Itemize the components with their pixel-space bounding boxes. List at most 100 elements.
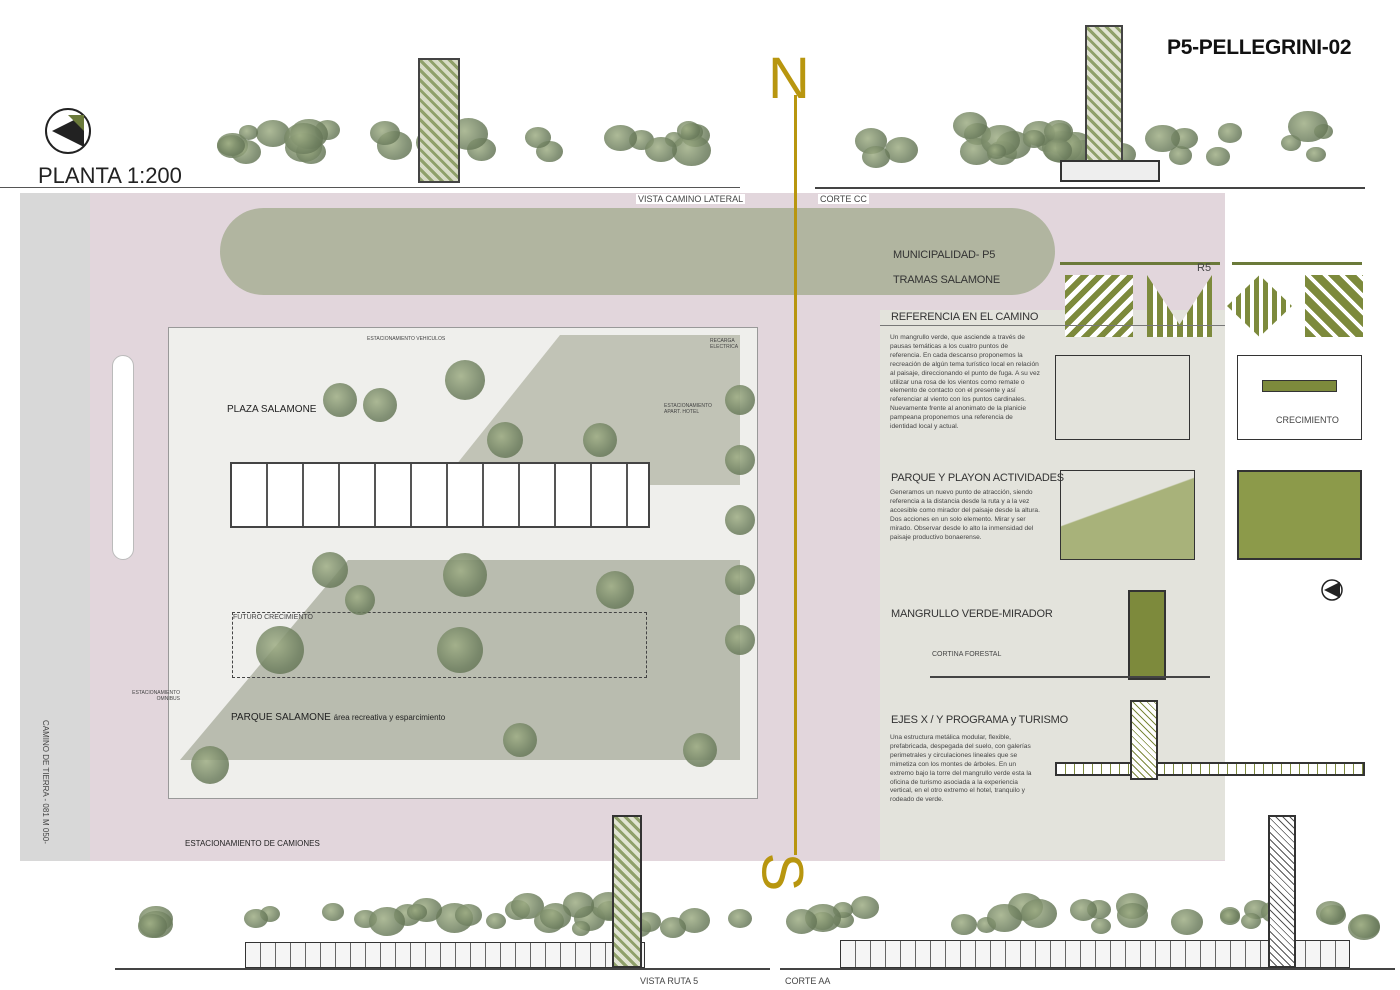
tree-icon [454, 904, 482, 926]
referencia-text: Un mangrullo verde, que asciende a travé… [890, 334, 1040, 431]
tree-icon [445, 360, 485, 400]
tree-icon [850, 895, 880, 919]
referencia-title: REFERENCIA EN EL CAMINO [891, 311, 1039, 323]
tree-icon [596, 571, 634, 609]
tree-icon [191, 746, 229, 784]
tree-icon [1288, 111, 1328, 143]
tree-icon [683, 733, 717, 767]
tree-icon [785, 909, 817, 935]
mangrullo-tower [418, 58, 460, 183]
label-park-group: PARQUE SALAMONE área recreativa y esparc… [231, 712, 445, 723]
pattern-diagonal [1305, 275, 1363, 337]
label-corte-aa: CORTE AA [785, 976, 831, 986]
tree-icon [1145, 124, 1180, 153]
ground-line [0, 187, 740, 188]
label-park-salamone: PARQUE SALAMONE [231, 712, 331, 723]
tree-icon [363, 388, 397, 422]
tree-icon [1044, 139, 1073, 162]
municipalidad-section [1232, 205, 1362, 265]
north-arrow-icon-small [1321, 579, 1343, 601]
plan-scale-title: PLANTA 1:200 [38, 163, 182, 188]
building-section-aa [840, 940, 1350, 968]
tree-icon [1022, 129, 1046, 149]
divider [880, 325, 1225, 326]
tree-icon [239, 124, 258, 140]
tree-icon [1069, 898, 1098, 921]
tree-icon [437, 627, 483, 673]
municipalidad-label: MUNICIPALIDAD- P5 [893, 249, 996, 261]
label-parking-hotel: ESTACIONAMIENTO APART. HOTEL [664, 403, 712, 415]
tree-icon [725, 625, 755, 655]
label-plaza-salamone: PLAZA SALAMONE [227, 404, 317, 415]
tree-icon [1218, 123, 1243, 143]
label-vista-camino-lateral: VISTA CAMINO LATERAL [636, 194, 746, 204]
mangrullo-title: MANGRULLO VERDE-MIRADOR [891, 608, 1053, 620]
label-future-growth: FUTURO CRECIMIENTO [233, 614, 313, 621]
tree-icon [725, 385, 755, 415]
tree-icon [862, 146, 890, 169]
pattern-chevron [1065, 275, 1133, 337]
tree-icon [1169, 146, 1193, 165]
tree-icon [987, 143, 1006, 159]
tree-icon [345, 585, 375, 615]
label-electric-charge: RECARGA ELECTRICA [710, 338, 739, 350]
label-road: CAMINO DE TIERRA - 081 M 050- [41, 720, 50, 844]
mangrullo-tower-section [1085, 25, 1123, 180]
tree-icon [312, 552, 348, 588]
label-park-sub: área recreativa y esparcimiento [333, 713, 446, 722]
tree-icon [987, 904, 1022, 932]
tree-icon [1090, 918, 1111, 935]
tree-icon [369, 120, 401, 146]
municipalidad-drawing [1060, 205, 1220, 265]
ejes-section [1055, 762, 1365, 776]
ejes-tower [1130, 700, 1158, 780]
label-parking-trucks: ESTACIONAMIENTO DE CAMIONES [185, 839, 320, 848]
tree-icon [1021, 898, 1058, 928]
tree-icon [322, 903, 345, 921]
tree-icon [1220, 908, 1240, 925]
mangrullo-sketch [1128, 590, 1166, 680]
tree-icon [503, 723, 537, 757]
tree-icon [885, 136, 918, 163]
tree-icon [137, 914, 168, 939]
tree-icon [323, 383, 357, 417]
tree-icon [659, 917, 686, 938]
ground-line [780, 968, 1395, 970]
tramas-label: TRAMAS SALAMONE [893, 274, 1001, 286]
tree-icon [1117, 903, 1148, 928]
median-island [112, 355, 134, 560]
tree-icon [1240, 913, 1262, 930]
south-letter: S [749, 852, 815, 892]
tree-icon [725, 565, 755, 595]
tree-icon [725, 445, 755, 475]
tree-icon [487, 422, 523, 458]
tree-icon [256, 626, 304, 674]
sketch-growth [1237, 355, 1362, 440]
tree-icon [407, 904, 427, 920]
tree-icon [672, 135, 712, 167]
tree-belt-north [220, 208, 1055, 295]
tree-icon [1043, 120, 1073, 144]
tree-icon [1206, 147, 1230, 166]
building-plan [230, 462, 650, 528]
tree-icon [725, 505, 755, 535]
label-parking-bus: ESTACIONAMIENTO OMNIBUS [132, 690, 180, 702]
sketch-park [1060, 470, 1195, 560]
tree-icon [727, 909, 752, 929]
tree-icon [443, 553, 487, 597]
tree-icon [950, 914, 977, 936]
tree-icon [485, 913, 506, 930]
parque-text: Generamos un nuevo punto de atracción, s… [890, 489, 1040, 541]
north-arrow-icon [45, 108, 91, 154]
label-vista-ruta-5: VISTA RUTA 5 [640, 976, 699, 986]
tree-icon [603, 124, 637, 152]
building-section [1060, 160, 1160, 182]
label-parking-vehicles: ESTACIONAMIENTO VEHICULOS [367, 336, 446, 342]
north-south-axis [794, 95, 797, 855]
ground-line [115, 968, 770, 970]
building-elevation [245, 942, 645, 968]
sheet-title: P5-PELLEGRINI-02 [1167, 36, 1352, 59]
tree-icon [1315, 900, 1345, 924]
ground-line [930, 676, 1210, 678]
tree-icon [1348, 914, 1380, 940]
